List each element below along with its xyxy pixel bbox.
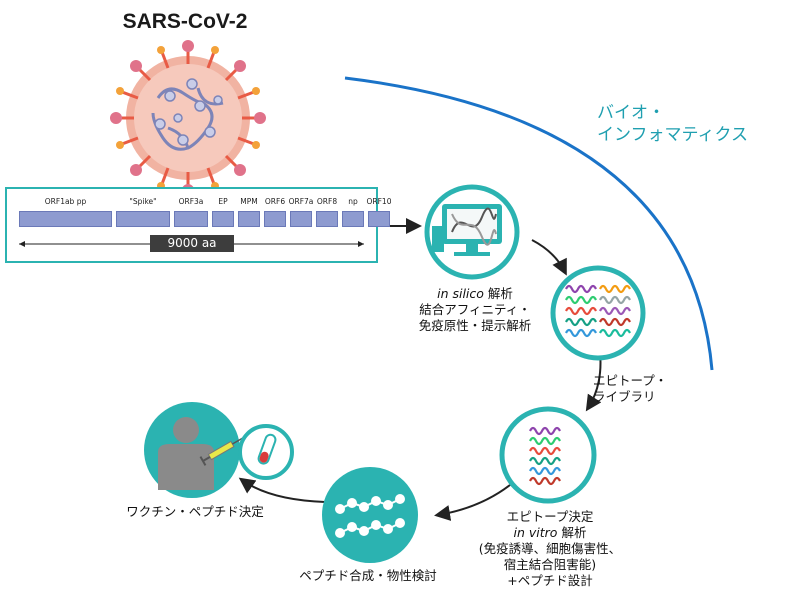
- gene-block: [316, 211, 338, 227]
- epitope-library-line: ライブラリ: [593, 389, 656, 404]
- gene-block: [264, 211, 286, 227]
- in-vitro-title: in vitro 解析: [470, 525, 630, 541]
- in-silico-italic: in silico: [437, 286, 484, 301]
- vaccine-caption: ワクチン・ペプチド決定: [126, 504, 264, 519]
- test-tube-icon: [238, 424, 294, 480]
- gene-block: [19, 211, 112, 227]
- computer-dna-icon: [424, 184, 520, 280]
- gene-block: [368, 211, 390, 227]
- peptide-synthesis-caption: ペプチド合成・物性検討: [299, 568, 437, 583]
- syringe-icon: [199, 437, 244, 466]
- gene-label: ORF10: [366, 197, 392, 206]
- virus-title: SARS-CoV-2: [122, 10, 248, 33]
- in-vitro-caption: エピトープ決定 in vitro 解析 (免疫誘導、細胞傷害性、 宿主結合阻害能…: [470, 509, 630, 589]
- in-silico-suffix: 解析: [483, 286, 513, 301]
- peptide-helix-icon: [499, 406, 597, 504]
- gene-block: [342, 211, 364, 227]
- gene-label: np: [348, 197, 358, 206]
- epitope-library-caption: エピトープ・ ライブラリ: [593, 373, 693, 405]
- bioinformatics-arc: [344, 76, 714, 371]
- gene-block: [116, 211, 170, 227]
- length-label: 9000 aa: [150, 235, 234, 252]
- gene-label: EP: [218, 197, 228, 206]
- gene-block: [290, 211, 312, 227]
- peptide-helix-icon: [550, 265, 646, 361]
- epitope-library-line: エピトープ・: [593, 373, 668, 388]
- gene-block: [238, 211, 260, 227]
- bioinformatics-label-line: バイオ・: [597, 103, 665, 123]
- person-icon: [144, 402, 240, 498]
- in-vitro-italic: in vitro: [513, 525, 558, 540]
- gene-label: MPM: [240, 197, 258, 206]
- peptide-chain-icon: [322, 467, 418, 563]
- gene-label: ORF8: [316, 197, 338, 206]
- in-vitro-line: エピトープ決定: [506, 509, 594, 524]
- in-silico-title: in silico 解析: [400, 286, 550, 302]
- virus-icon: [110, 40, 266, 196]
- arrow-synthesis-to-vaccine: [238, 477, 326, 503]
- arrow-insilico-to-helix: [531, 239, 567, 276]
- in-silico-caption: in silico 解析 結合アフィニティ・ 免疫原性・提示解析: [400, 286, 550, 334]
- in-silico-line: 結合アフィニティ・: [419, 302, 531, 317]
- in-silico-line: 免疫原性・提示解析: [418, 318, 532, 333]
- gene-block: [212, 211, 234, 227]
- gene-label: ORF6: [264, 197, 286, 206]
- bioinformatics-label: バイオ・ インフォマティクス: [597, 102, 748, 146]
- in-vitro-line: +ペプチド設計: [507, 573, 593, 588]
- in-vitro-suffix: 解析: [557, 525, 587, 540]
- gene-label: ORF3a: [178, 197, 204, 206]
- gene-label: ORF1ab pp: [44, 197, 87, 206]
- gene-block: [174, 211, 208, 227]
- in-vitro-line: 宿主結合阻害能): [503, 557, 597, 572]
- bioinformatics-label-line: インフォマティクス: [597, 125, 748, 145]
- gene-label: "Spike": [129, 197, 157, 206]
- in-vitro-line: (免疫誘導、細胞傷害性、: [478, 541, 622, 556]
- arrow-invitro-to-synthesis: [434, 484, 511, 521]
- gene-label: ORF7a: [288, 197, 314, 206]
